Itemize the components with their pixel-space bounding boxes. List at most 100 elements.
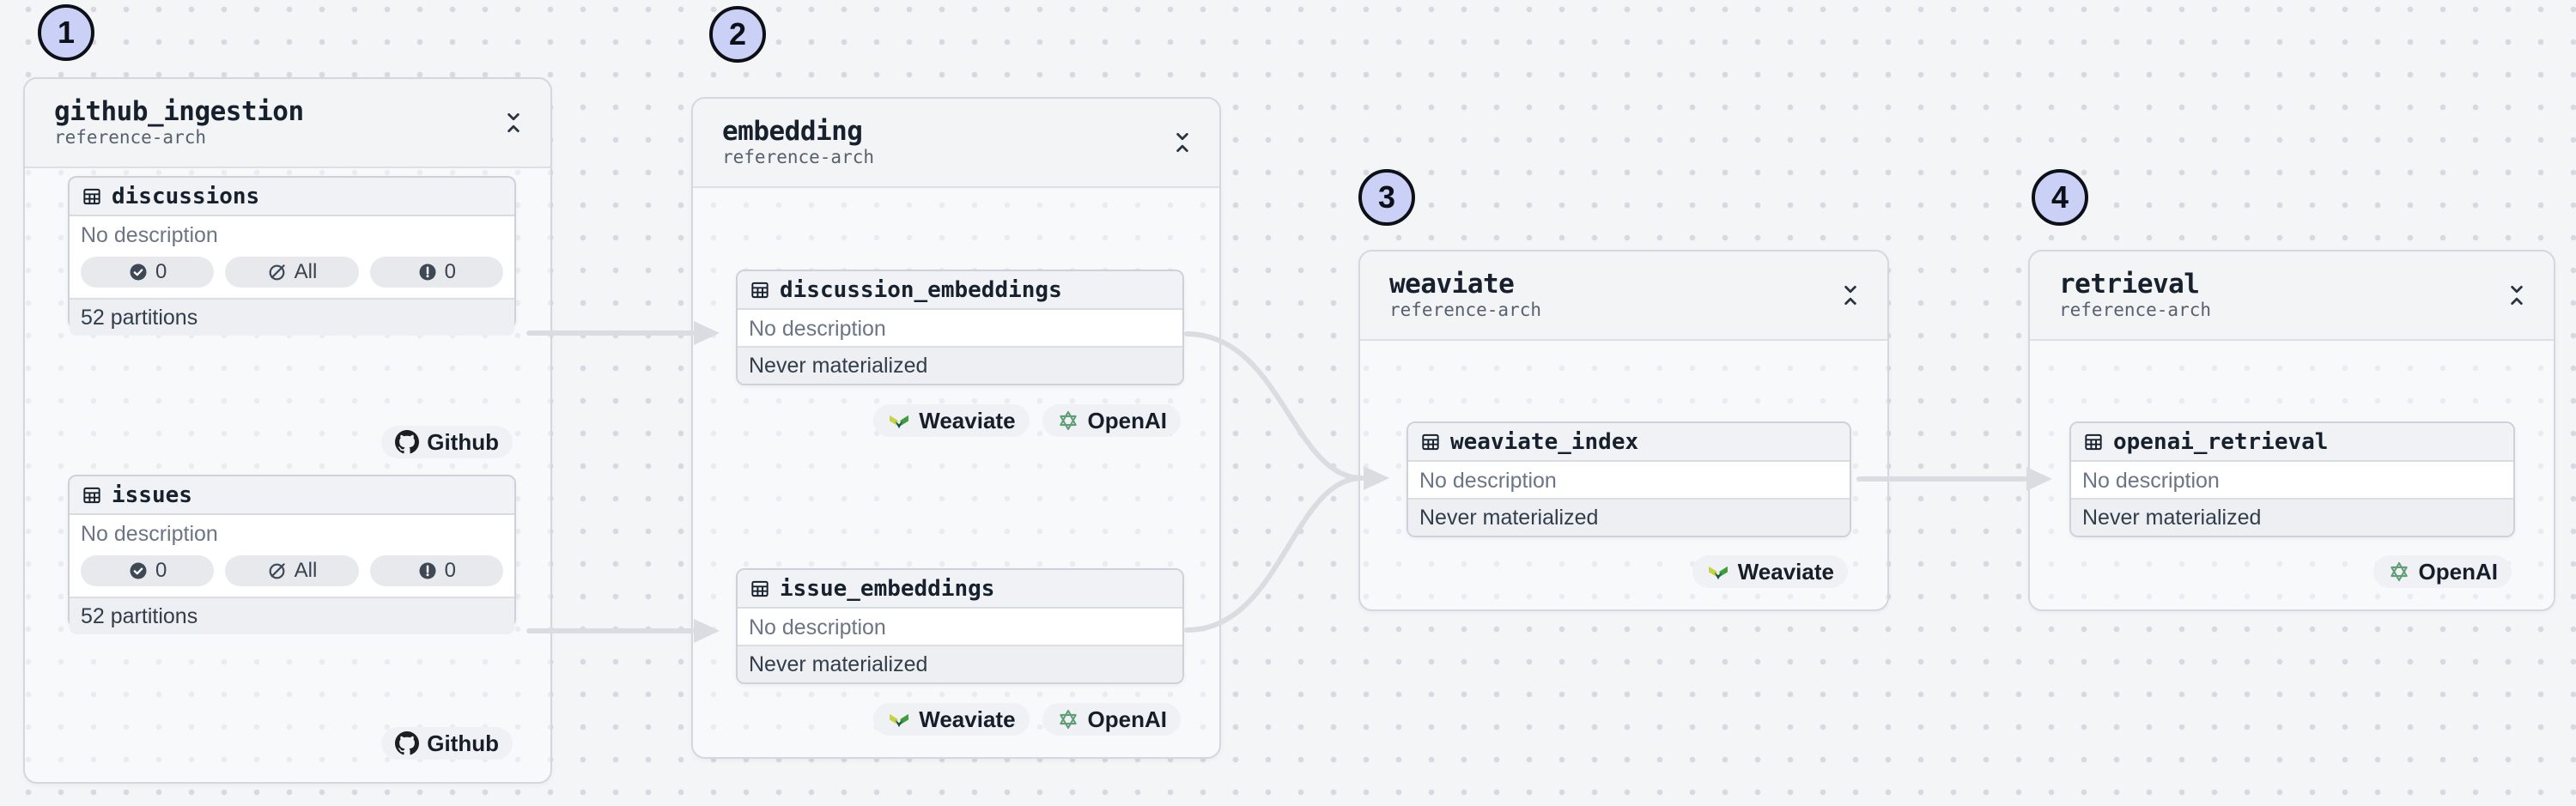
asset-card-header: openai_retrieval xyxy=(2071,423,2513,462)
pill-label: 0 xyxy=(155,260,167,283)
asset-materialization-footer: Never materialized xyxy=(1408,498,1850,536)
step-number: 3 xyxy=(1377,179,1396,215)
pill-label: All xyxy=(294,559,318,582)
checks-passed-pill[interactable]: 0 xyxy=(81,257,215,288)
kind-badge-weaviate[interactable]: Weaviate xyxy=(873,404,1030,437)
kind-badge-weaviate[interactable]: Weaviate xyxy=(1692,555,1848,588)
step-number: 2 xyxy=(728,16,747,52)
badge-label: Weaviate xyxy=(919,706,1016,732)
step-number-chip-1: 1 xyxy=(38,4,94,61)
asset-card-header: discussion_embeddings xyxy=(738,271,1182,310)
kind-badge-openai[interactable]: OpenAI xyxy=(1042,703,1181,736)
alerts-pill[interactable]: 0 xyxy=(369,257,503,288)
asset-card-header: issues xyxy=(70,476,514,515)
pill-label: 0 xyxy=(155,559,167,582)
collapse-icon[interactable] xyxy=(502,110,525,136)
openai-icon xyxy=(1056,707,1080,731)
github-icon xyxy=(395,430,419,454)
group-subtitle: reference-arch xyxy=(54,127,207,148)
badge-label: OpenAI xyxy=(1087,407,1167,433)
automation-pill[interactable]: All xyxy=(225,257,359,288)
table-icon xyxy=(749,578,771,600)
asset-card-header: weaviate_index xyxy=(1408,423,1850,462)
asset-group-embedding: embedding reference-arch discussion_embe… xyxy=(691,97,1221,759)
check-circle-icon xyxy=(128,262,149,282)
kind-badge-weaviate[interactable]: Weaviate xyxy=(873,703,1030,736)
asset-card-issue-embeddings[interactable]: issue_embeddings No description Never ma… xyxy=(736,568,1184,684)
alert-circle-icon xyxy=(417,561,438,581)
asset-card-header: issue_embeddings xyxy=(738,570,1182,609)
asset-description: No description xyxy=(749,317,886,341)
step-number-chip-2: 2 xyxy=(709,6,766,63)
asset-card-issues[interactable]: issues No description 0 All 0 52 partiti… xyxy=(68,475,516,634)
asset-name: openai_retrieval xyxy=(2113,428,2329,455)
alert-circle-icon xyxy=(417,262,438,282)
group-header-weaviate[interactable]: weaviate reference-arch xyxy=(1360,251,1887,341)
asset-description: No description xyxy=(1419,469,1557,493)
kind-badge-github[interactable]: Github xyxy=(381,426,513,458)
asset-materialization-footer: Never materialized xyxy=(2071,498,2513,536)
group-title: embedding xyxy=(722,115,863,147)
asset-description: No description xyxy=(81,522,218,546)
group-header-embedding[interactable]: embedding reference-arch xyxy=(693,99,1219,188)
table-icon xyxy=(81,484,103,506)
asset-description: No description xyxy=(2082,469,2220,493)
group-subtitle: reference-arch xyxy=(722,147,875,168)
asset-partitions-footer: 52 partitions xyxy=(70,298,514,336)
ban-icon xyxy=(267,561,288,581)
group-titles: weaviate reference-arch xyxy=(1389,268,1542,322)
openai-icon xyxy=(1056,409,1080,433)
group-header-retrieval[interactable]: retrieval reference-arch xyxy=(2030,251,2554,341)
pill-label: 0 xyxy=(444,260,456,283)
asset-card-discussion-embeddings[interactable]: discussion_embeddings No description Nev… xyxy=(736,270,1184,385)
step-number: 4 xyxy=(2050,179,2069,215)
group-titles: github_ingestion reference-arch xyxy=(54,95,304,149)
asset-name: issue_embeddings xyxy=(780,575,995,602)
step-number-chip-4: 4 xyxy=(2032,169,2088,226)
step-number-chip-3: 3 xyxy=(1358,169,1415,226)
checks-passed-pill[interactable]: 0 xyxy=(81,555,215,586)
asset-group-github-ingestion: github_ingestion reference-arch discussi… xyxy=(23,77,552,784)
automation-pill[interactable]: All xyxy=(225,555,359,586)
check-circle-icon xyxy=(128,561,149,581)
kind-badge-openai[interactable]: OpenAI xyxy=(1042,404,1181,437)
asset-group-retrieval: retrieval reference-arch openai_retrieva… xyxy=(2028,250,2555,611)
openai-icon xyxy=(2387,560,2411,584)
table-icon xyxy=(1419,431,1442,453)
asset-status-pills: 0 All 0 xyxy=(70,251,514,298)
kind-badge-github[interactable]: Github xyxy=(381,727,513,760)
asset-card-discussions[interactable]: discussions No description 0 All 0 52 pa… xyxy=(68,176,516,336)
asset-status-pills: 0 All 0 xyxy=(70,550,514,597)
alerts-pill[interactable]: 0 xyxy=(369,555,503,586)
asset-name: discussion_embeddings xyxy=(780,276,1062,303)
collapse-icon[interactable] xyxy=(2506,282,2528,308)
kind-badge-row: Weaviate OpenAI xyxy=(873,703,1181,736)
badge-label: Github xyxy=(427,730,499,756)
weaviate-icon xyxy=(887,707,911,731)
table-icon xyxy=(749,279,771,301)
pill-label: All xyxy=(294,260,318,283)
group-titles: embedding reference-arch xyxy=(722,115,875,169)
asset-card-weaviate-index[interactable]: weaviate_index No description Never mate… xyxy=(1406,421,1851,537)
asset-group-weaviate: weaviate reference-arch weaviate_index N… xyxy=(1358,250,1889,611)
badge-label: OpenAI xyxy=(2418,558,2498,585)
asset-partitions-footer: 52 partitions xyxy=(70,597,514,634)
table-icon xyxy=(2082,431,2105,453)
ban-icon xyxy=(267,262,288,282)
group-header-github-ingestion[interactable]: github_ingestion reference-arch xyxy=(25,79,550,168)
asset-materialization-footer: Never materialized xyxy=(738,645,1182,682)
badge-label: OpenAI xyxy=(1087,706,1167,732)
collapse-icon[interactable] xyxy=(1171,130,1194,155)
step-number: 1 xyxy=(57,15,76,50)
group-titles: retrieval reference-arch xyxy=(2059,268,2212,322)
collapse-icon[interactable] xyxy=(1839,282,1862,308)
group-subtitle: reference-arch xyxy=(2059,300,2212,321)
group-title: retrieval xyxy=(2059,268,2200,300)
kind-badge-openai[interactable]: OpenAI xyxy=(2372,555,2512,588)
group-title: weaviate xyxy=(1389,268,1515,300)
group-subtitle: reference-arch xyxy=(1389,300,1542,321)
group-title: github_ingestion xyxy=(54,95,304,127)
asset-card-openai-retrieval[interactable]: openai_retrieval No description Never ma… xyxy=(2069,421,2515,537)
asset-name: issues xyxy=(112,482,192,508)
